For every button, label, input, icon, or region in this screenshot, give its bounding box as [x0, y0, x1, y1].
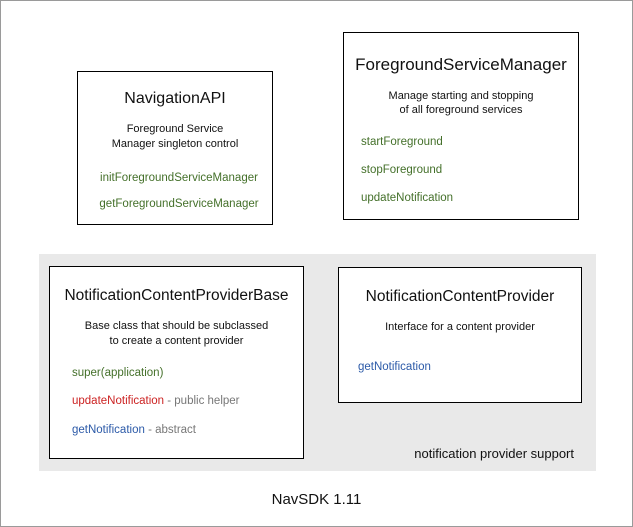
member-name: super(application)	[72, 366, 164, 379]
class-description: Foreground Service Manager singleton con…	[111, 123, 239, 151]
member-name: getNotification	[72, 424, 145, 437]
class-description: Manage starting and stopping of all fore…	[388, 89, 534, 117]
class-box-navigation-api[interactable]: NavigationAPI Foreground Service Manager…	[77, 71, 273, 225]
member-list: getNotification	[339, 361, 581, 375]
class-member[interactable]: getNotification	[358, 361, 581, 375]
member-list: initForegroundServiceManager getForegrou…	[78, 172, 272, 224]
class-title: NotificationContentProvider	[365, 288, 555, 305]
class-box-notification-content-provider-base[interactable]: NotificationContentProviderBase Base cla…	[49, 266, 304, 459]
class-member[interactable]: updateNotification	[361, 192, 578, 206]
class-member[interactable]: getNotification - abstract	[72, 424, 303, 438]
member-name: getForegroundServiceManager	[99, 197, 259, 210]
class-member[interactable]: startForeground	[361, 136, 578, 150]
member-name: startForeground	[361, 136, 443, 149]
class-title: NotificationContentProviderBase	[64, 287, 289, 304]
member-name: getNotification	[358, 360, 431, 373]
class-member[interactable]: updateNotification - public helper	[72, 395, 303, 409]
class-description: Base class that should be subclassed to …	[84, 319, 269, 347]
class-title: ForegroundServiceManager	[355, 55, 567, 74]
class-title: NavigationAPI	[124, 90, 226, 107]
class-member[interactable]: super(application)	[72, 367, 303, 381]
member-list: super(application) updateNotification - …	[50, 367, 303, 453]
class-member[interactable]: getForegroundServiceManager	[99, 198, 258, 212]
diagram-footer-label: NavSDK 1.11	[271, 491, 362, 508]
class-box-foreground-service-manager[interactable]: ForegroundServiceManager Manage starting…	[343, 32, 579, 220]
group-panel-label: notification provider support	[414, 446, 574, 461]
class-box-notification-content-provider[interactable]: NotificationContentProvider Interface fo…	[338, 267, 582, 403]
member-name: initForegroundServiceManager	[100, 172, 258, 185]
class-member[interactable]: initForegroundServiceManager	[100, 172, 258, 186]
member-name: stopForeground	[361, 164, 443, 177]
class-description: Interface for a content provider	[385, 320, 535, 333]
member-name: updateNotification	[72, 395, 165, 408]
member-note: - public helper	[164, 395, 240, 408]
class-member[interactable]: stopForeground	[361, 164, 578, 178]
member-name: updateNotification	[361, 191, 454, 204]
member-note: - abstract	[144, 424, 197, 437]
member-list: startForeground stopForeground updateNot…	[344, 136, 578, 219]
